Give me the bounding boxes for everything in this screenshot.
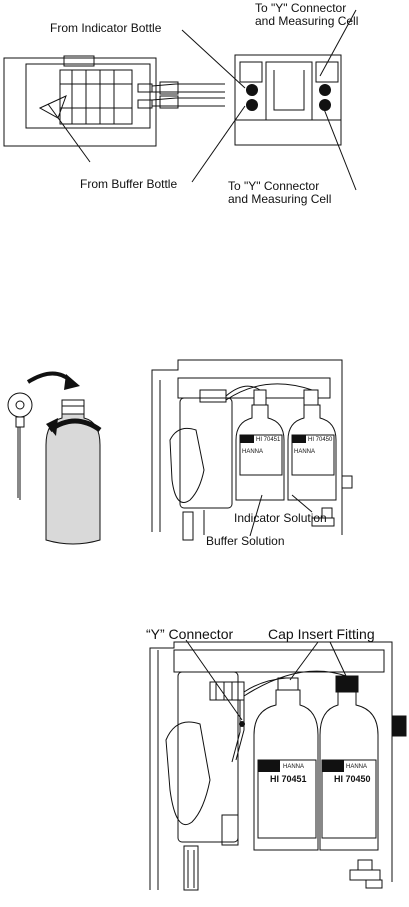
indicator-outlet-port [319, 84, 331, 96]
buffer-inlet-port [246, 99, 258, 111]
to-connector-top-line1: To "Y" Connector [255, 1, 347, 15]
indicator-bottle: HANNA HI 70451 [253, 677, 319, 851]
to-connector-top-label: To "Y" Connector and Measuring Cell [255, 2, 358, 28]
to-connector-top-line2: and Measuring Cell [255, 14, 359, 28]
left-bottle-brand-3: HANNA [283, 764, 304, 770]
buffer-bottle: HI 70450 HANNA [287, 389, 337, 501]
indicator-bottle: HI 70451 HANNA [235, 389, 285, 501]
right-bottle-brand-3: HANNA [346, 764, 367, 770]
indicator-solution-label: Indicator Solution [234, 511, 327, 525]
left-bottle-brand: HANNA [242, 449, 263, 455]
to-connector-bottom-label: To "Y" Connector and Measuring Cell [228, 180, 331, 206]
left-bottle-code: HI 70451 [256, 437, 281, 443]
leader-cap-insert-right [329, 641, 347, 677]
leader-y-connector [185, 639, 243, 721]
y-connector-label: “Y” Connector [146, 626, 234, 642]
y-connector-diagram: HANNA HI 70451 HANNA HI 70450 [0, 620, 409, 907]
to-connector-bottom-line2: and Measuring Cell [228, 192, 332, 206]
buffer-bottle: HANNA HI 70450 [319, 675, 379, 851]
right-bottle-brand: HANNA [294, 449, 315, 455]
pump-head [209, 681, 245, 701]
cap-insert-fitting-label: Cap Insert Fitting [268, 626, 375, 642]
from-indicator-label: From Indicator Bottle [50, 21, 162, 35]
leader-from-buffer [191, 105, 246, 183]
leader-cap-insert-left [289, 641, 319, 681]
leader-to-connector-bottom [321, 103, 357, 191]
leader-to-connector-top [319, 9, 357, 77]
top-left-port [239, 61, 263, 83]
analyzer-cabinet [151, 359, 353, 541]
indicator-inlet-port [246, 84, 258, 96]
tubing-connection-drawing [3, 9, 357, 191]
bottle-cap [7, 392, 33, 418]
tubing-connection-diagram: From Indicator Bottle From Buffer Bottle… [0, 0, 409, 230]
leader-from-indicator [181, 29, 246, 89]
buffer-solution-label: Buffer Solution [206, 534, 285, 548]
bottle-installation-diagram: HI 70451 HANNA HI 70450 HANNA Indicator … [0, 359, 409, 560]
leader-buffer-solution [249, 494, 263, 537]
right-bottle-code-3: HI 70450 [334, 774, 371, 784]
cap-insert-fitting [335, 675, 359, 693]
lever [38, 95, 67, 119]
leader-indicator-solution [291, 494, 313, 513]
top-right-port [315, 61, 339, 83]
connector-block [234, 54, 342, 146]
reagent-bottle [45, 399, 101, 545]
y-connector-drawing: HANNA HI 70451 HANNA HI 70450 [149, 639, 407, 891]
left-bottle-code-3: HI 70451 [270, 774, 307, 784]
bottle-installation-drawing: HI 70451 HANNA HI 70450 HANNA [7, 359, 353, 545]
pump-housing [3, 57, 157, 147]
right-bottle-code: HI 70450 [308, 437, 333, 443]
buffer-outlet-port [319, 99, 331, 111]
y-connector-point [239, 721, 245, 727]
to-connector-bottom-line1: To "Y" Connector [228, 179, 320, 193]
from-buffer-label: From Buffer Bottle [80, 177, 178, 191]
